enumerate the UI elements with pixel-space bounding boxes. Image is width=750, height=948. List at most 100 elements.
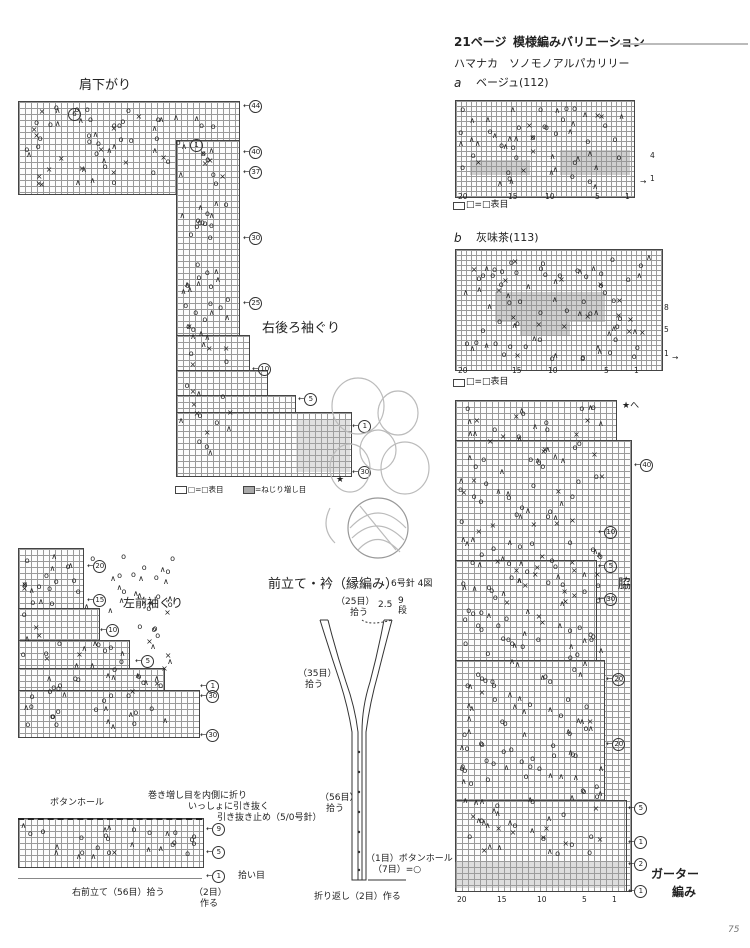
stitch-symbol-icon: ∧: [558, 771, 565, 781]
stitch-symbol-icon: o: [224, 357, 229, 367]
stitch-symbol-icon: ∧: [513, 134, 520, 144]
stitch-symbol-icon: o: [499, 716, 505, 726]
stitch-symbol-icon: ∧: [134, 670, 141, 680]
knit-stitch-key-icon: [175, 486, 187, 494]
stitch-symbol-icon: ∧: [547, 705, 554, 715]
stitch-symbol-icon: ∧: [474, 139, 481, 149]
stitch-symbol-icon: ∧: [473, 798, 480, 808]
garter-band: [455, 862, 625, 888]
stitch-symbol-icon: ∧: [158, 115, 165, 125]
stitch-symbol-icon: o: [590, 545, 596, 555]
stitch-symbol-icon: o: [22, 580, 28, 590]
side-col-label: 10: [537, 895, 547, 904]
stitch-symbol-icon: o: [117, 570, 123, 580]
stitch-symbol-icon: ∧: [587, 724, 594, 734]
stitch-symbol-icon: ∧: [572, 772, 579, 782]
stitch-symbol-icon: o: [195, 216, 201, 226]
stitch-symbol-icon: o: [597, 551, 603, 561]
stitch-symbol-icon: ∧: [198, 328, 204, 338]
stitch-symbol-icon: ∧: [460, 776, 467, 786]
stitch-symbol-icon: ×: [521, 581, 529, 591]
stitch-symbol-icon: o: [53, 720, 59, 730]
stitch-symbol-icon: o: [492, 424, 498, 434]
stitch-symbol-icon: ∧: [111, 142, 118, 152]
stitch-symbol-icon: ×: [540, 832, 547, 842]
stitch-symbol-icon: ∧: [552, 277, 559, 287]
stitch-symbol-icon: ∧: [20, 821, 27, 831]
stitch-symbol-icon: ∧: [107, 605, 114, 615]
stitch-symbol-icon: ×: [568, 557, 576, 567]
stitch-symbol-icon: ×: [529, 133, 537, 143]
cactus-yarn-illustration: [325, 377, 430, 559]
stitch-symbol-icon: o: [213, 178, 219, 188]
stitch-symbol-icon: o: [614, 321, 620, 331]
stitch-symbol-icon: ×: [32, 622, 40, 632]
stitch-symbol-icon: ∧: [618, 112, 625, 122]
stitch-symbol-icon: o: [208, 221, 214, 231]
stitch-symbol-icon: o: [479, 625, 484, 635]
stitch-symbol-icon: o: [479, 549, 485, 559]
stitch-symbol-icon: ×: [160, 153, 167, 163]
stitch-symbol-icon: o: [204, 442, 210, 452]
stitch-symbol-icon: o: [499, 267, 505, 277]
stitch-symbol-icon: o: [516, 123, 522, 133]
stitch-symbol-icon: o: [120, 116, 126, 126]
stitch-symbol-icon: o: [510, 143, 516, 153]
stitch-symbol-icon: o: [188, 348, 194, 358]
stitch-symbol-icon: o: [108, 691, 114, 701]
stitch-symbol-icon: o: [188, 230, 194, 240]
stitch-symbol-icon: ×: [185, 321, 193, 331]
stitch-symbol-icon: ∧: [491, 130, 498, 140]
stitch-symbol-icon: o: [524, 566, 530, 576]
stitch-symbol-icon: ×: [535, 611, 543, 621]
stitch-symbol-icon: o: [37, 134, 43, 144]
stitch-symbol-icon: ∧: [494, 809, 501, 819]
stitch-symbol-icon: ×: [535, 320, 543, 330]
stitch-symbol-icon: o: [460, 162, 465, 172]
stitch-symbol-icon: o: [577, 623, 583, 633]
stitch-symbol-icon: ×: [593, 570, 601, 580]
stitch-symbol-icon: o: [625, 275, 631, 285]
stitch-symbol-icon: ∧: [516, 434, 523, 444]
stitch-symbol-icon: ∧: [476, 285, 483, 295]
stitch-symbol-icon: ∧: [525, 282, 532, 292]
stitch-symbol-icon: o: [21, 609, 27, 619]
stitch-symbol-icon: o: [106, 847, 112, 857]
stitch-symbol-icon: ∧: [110, 672, 117, 682]
stitch-symbol-icon: o: [495, 621, 501, 631]
stitch-symbol-icon: ∧: [195, 279, 202, 289]
stitch-symbol-icon: o: [508, 745, 514, 755]
stitch-symbol-icon: ×: [561, 587, 568, 597]
inner-fold-note: 巻き増し目を内側に折り: [148, 791, 248, 801]
stitch-symbol-icon: o: [24, 144, 30, 154]
stitch-symbol-icon: ×: [164, 651, 172, 661]
stitch-symbol-icon: o: [471, 491, 477, 501]
stitch-symbol-icon: o: [205, 154, 211, 164]
stitch-symbol-icon: ∧: [162, 715, 169, 725]
measure-9: 9: [398, 596, 404, 606]
stitch-symbol-icon: ∧: [466, 701, 472, 710]
stitch-symbol-icon: o: [468, 778, 474, 788]
stitch-symbol-icon: o: [462, 615, 468, 625]
stitch-symbol-icon: o: [588, 635, 594, 644]
stitch-symbol-icon: o: [84, 104, 90, 114]
stitch-symbol-icon: o: [223, 200, 229, 210]
stitch-symbol-icon: o: [580, 352, 586, 362]
stitch-symbol-icon: o: [140, 677, 146, 687]
stitch-symbol-icon: ×: [598, 471, 606, 481]
stitch-symbol-icon: o: [155, 592, 161, 602]
stitch-symbol-icon: ∧: [118, 595, 125, 605]
stitch-symbol-icon: ×: [495, 823, 502, 833]
stitch-symbol-icon: o: [458, 484, 464, 494]
variation-a-color: ベージュ(112): [476, 76, 549, 89]
stitch-symbol-icon: ∧: [148, 599, 155, 609]
stitch-symbol-icon: ∧: [551, 294, 558, 304]
stitch-symbol-icon: o: [112, 664, 118, 674]
knit-stitch-key-icon: [453, 202, 465, 210]
side-marker: ←20: [606, 738, 626, 751]
stitch-symbol-icon: ∧: [575, 153, 581, 163]
stitch-symbol-icon: o: [514, 510, 520, 520]
stitch-symbol-icon: o: [53, 577, 59, 587]
stitch-symbol-icon: o: [133, 708, 139, 718]
stitch-symbol-icon: ∧: [110, 574, 117, 584]
